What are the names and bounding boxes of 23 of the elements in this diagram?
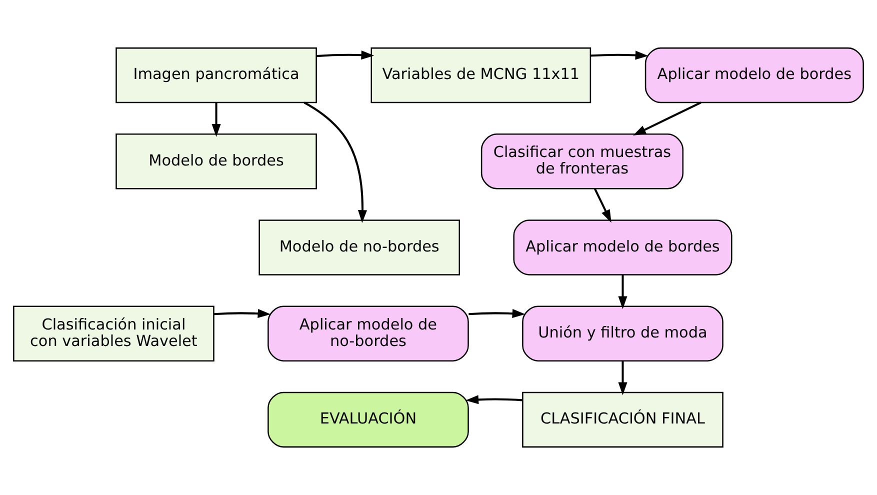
arrow bbox=[590, 50, 648, 60]
node-box: Variables de MCNG 11x11 bbox=[370, 47, 592, 104]
arrow bbox=[304, 102, 368, 224]
node-box: Unión y filtro de moda bbox=[522, 306, 724, 362]
node-box: CLASIFICACIÓN FINAL bbox=[522, 392, 724, 448]
arrow bbox=[468, 309, 526, 318]
arrow bbox=[316, 50, 374, 60]
arrow bbox=[632, 102, 702, 136]
node-box: Aplicar modelo de no-bordes bbox=[268, 306, 469, 362]
node-box: Modelo de no-bordes bbox=[258, 220, 460, 276]
arrow bbox=[618, 360, 628, 396]
node-box: EVALUACIÓN bbox=[268, 392, 469, 448]
node-box: Clasificación inicial con variables Wavelet bbox=[13, 306, 214, 362]
node-box: Aplicar modelo de bordes bbox=[644, 47, 864, 104]
node-box: Modelo de bordes bbox=[116, 134, 317, 190]
arrow bbox=[618, 274, 628, 310]
node-box: Aplicar modelo de bordes bbox=[513, 220, 732, 276]
node-box: Imagen pancromática bbox=[116, 47, 317, 104]
node-box: Clasificar con muestras de fronteras bbox=[480, 134, 684, 190]
arrow bbox=[214, 309, 271, 318]
arrow bbox=[466, 395, 522, 404]
arrow bbox=[212, 102, 221, 137]
arrow bbox=[594, 188, 612, 223]
